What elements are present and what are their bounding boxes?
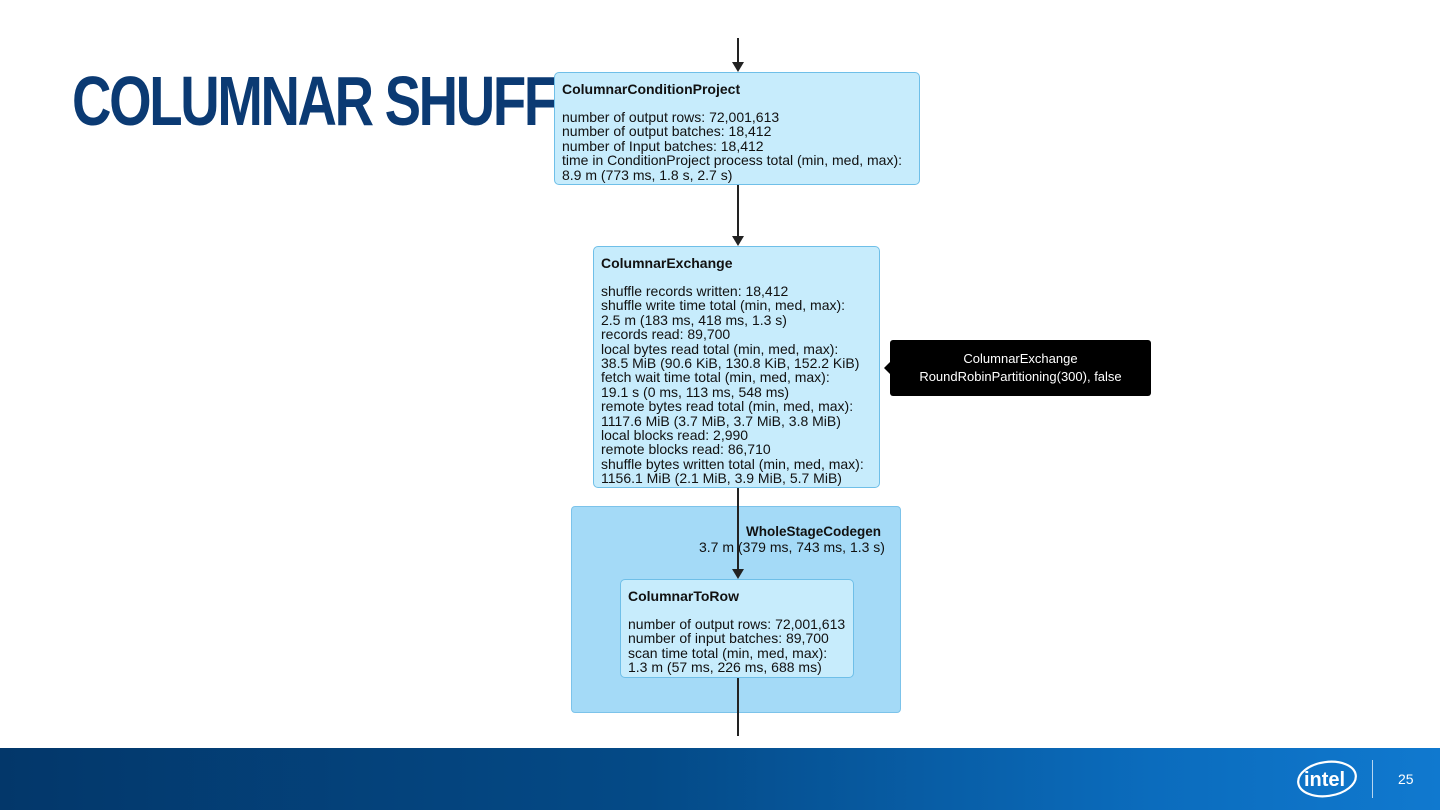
node-tooltip: ColumnarExchange RoundRobinPartitioning(… — [890, 340, 1151, 396]
node-metric: records read: 89,700 — [601, 326, 731, 343]
tooltip-arrow — [884, 362, 890, 374]
footer-bar — [0, 748, 1440, 810]
node-columnar-to-row[interactable]: ColumnarToRow number of output rows: 72,… — [620, 579, 854, 678]
tooltip-line: RoundRobinPartitioning(300), false — [919, 369, 1122, 384]
node-metric: 38.5 MiB (90.6 KiB, 130.8 KiB, 152.2 KiB… — [601, 355, 860, 372]
cluster-title: WholeStageCodegen — [746, 524, 882, 539]
node-metric: 1117.6 MiB (3.7 MiB, 3.7 MiB, 3.8 MiB) — [601, 412, 841, 429]
arrowhead-project-to-exchange — [732, 236, 744, 246]
node-metric: shuffle write time total (min, med, max)… — [601, 297, 846, 314]
node-metric: number of input batches: 89,700 — [628, 630, 829, 647]
node-metric: remote blocks read: 86,710 — [601, 441, 771, 458]
node-columnar-exchange[interactable]: ColumnarExchange shuffle records written… — [593, 246, 880, 488]
node-metric: local bytes read total (min, med, max): — [601, 340, 839, 357]
node-title: ColumnarToRow — [628, 588, 739, 604]
node-title: ColumnarConditionProject — [562, 81, 741, 97]
edge-project-to-exchange — [737, 185, 739, 238]
node-metric: fetch wait time total (min, med, max): — [601, 369, 830, 386]
node-metric: shuffle records written: 18,412 — [601, 283, 789, 299]
arrowhead-incoming — [732, 62, 744, 72]
node-metric: 19.1 s (0 ms, 113 ms, 548 ms) — [601, 383, 790, 400]
slide-title: COLUMNAR SHUFFLE — [72, 62, 622, 140]
tooltip-line: ColumnarExchange — [963, 351, 1078, 366]
node-title: ColumnarExchange — [601, 255, 733, 271]
node-metric: local blocks read: 2,990 — [601, 427, 749, 444]
footer-divider — [1372, 760, 1373, 798]
intel-logo: intel — [1297, 760, 1357, 798]
node-metric: number of output batches: 18,412 — [562, 123, 772, 140]
edge-incoming — [737, 38, 739, 64]
node-metric: number of output rows: 72,001,613 — [628, 616, 846, 632]
logo-text: intel — [1304, 769, 1345, 791]
cluster-metric: 3.7 m (379 ms, 743 ms, 1.3 s) — [699, 539, 885, 555]
node-metric: number of output rows: 72,001,613 — [562, 109, 780, 125]
node-metric: scan time total (min, med, max): — [628, 644, 828, 661]
node-metric: shuffle bytes written total (min, med, m… — [601, 455, 864, 472]
node-metric: 1156.1 MiB (2.1 MiB, 3.9 MiB, 5.7 MiB) — [601, 470, 842, 487]
node-metric: 2.5 m (183 ms, 418 ms, 1.3 s) — [601, 311, 787, 328]
node-columnar-condition-project[interactable]: ColumnarConditionProject number of outpu… — [554, 72, 920, 185]
node-metric: number of Input batches: 18,412 — [562, 137, 764, 154]
node-metric: 8.9 m (773 ms, 1.8 s, 2.7 s) — [562, 166, 733, 183]
node-metric: 1.3 m (57 ms, 226 ms, 688 ms) — [628, 659, 822, 676]
edge-outgoing — [737, 678, 739, 736]
edge-exchange-to-columnartorow — [737, 488, 739, 571]
node-metric: remote bytes read total (min, med, max): — [601, 398, 854, 415]
arrowhead-exchange-to-columnartorow — [732, 569, 744, 579]
node-metric: time in ConditionProject process total (… — [562, 152, 903, 169]
page-number: 25 — [1398, 771, 1414, 787]
